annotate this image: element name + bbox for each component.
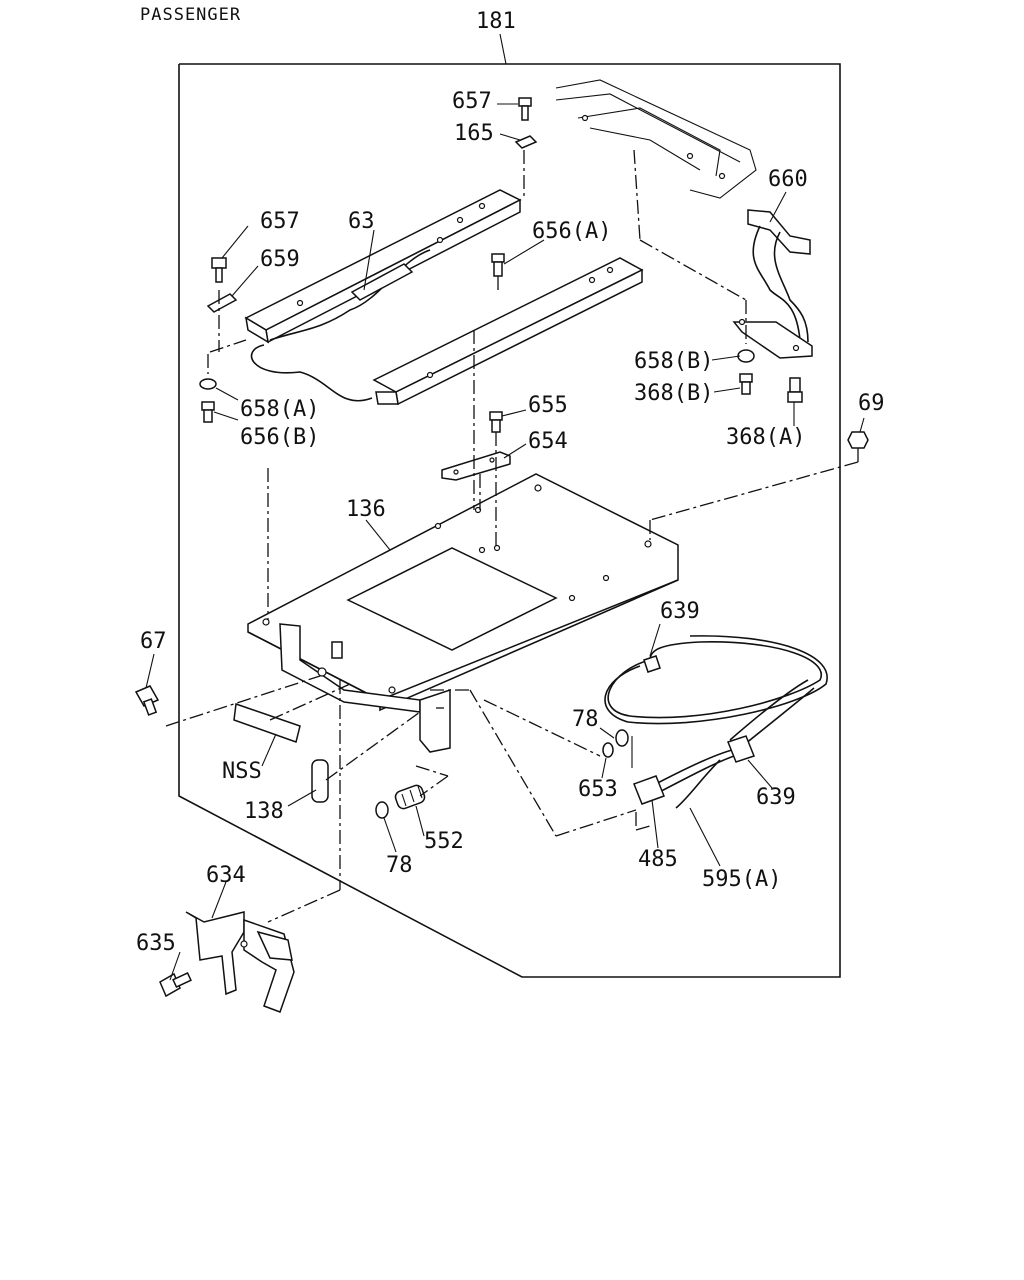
sensor-552 <box>394 784 426 810</box>
callout-639-bottom: 639 <box>756 785 796 810</box>
bolt-655 <box>489 411 503 433</box>
bolt-67 <box>134 685 160 716</box>
ring-78-lower <box>375 801 389 819</box>
alignment-lines <box>165 149 859 923</box>
washer-658b <box>737 349 755 363</box>
bolt-656b <box>201 401 215 423</box>
mount-plate-136 <box>247 473 679 753</box>
plate-654 <box>441 451 511 481</box>
callout-138: 138 <box>244 799 284 824</box>
nut-plate-659 <box>206 293 238 313</box>
callout-485: 485 <box>638 847 678 872</box>
callout-656b: 656(B) <box>240 425 319 450</box>
callout-136: 136 <box>346 497 386 522</box>
ring-78-upper <box>615 729 629 747</box>
leader-lines <box>145 103 865 981</box>
ring-653 <box>602 742 614 758</box>
callout-657-left: 657 <box>260 209 300 234</box>
callout-639-top: 639 <box>660 599 700 624</box>
nut-69 <box>847 431 869 449</box>
assembly-boundary <box>178 63 841 978</box>
callout-635: 635 <box>136 931 176 956</box>
callout-655: 655 <box>528 393 568 418</box>
assembly-number: 181 <box>476 9 516 34</box>
washer-165 <box>514 135 538 149</box>
callout-78-upper: 78 <box>572 707 599 732</box>
callout-78-lower: 78 <box>386 853 413 878</box>
callout-595a: 595(A) <box>702 867 781 892</box>
diagram-title: PASSENGER <box>140 5 241 25</box>
bolt-368b <box>739 373 753 395</box>
callout-368a: 368(A) <box>726 425 805 450</box>
callout-654: 654 <box>528 429 568 454</box>
callout-660: 660 <box>768 167 808 192</box>
callout-368b: 368(B) <box>634 381 713 406</box>
bolt-656a <box>491 253 505 277</box>
bolt-635 <box>159 971 192 998</box>
bolt-657-left <box>211 257 227 283</box>
callout-69: 69 <box>858 391 885 416</box>
callout-nss: NSS <box>222 759 262 784</box>
bracket-660 <box>732 209 813 359</box>
seat-frame <box>555 79 757 199</box>
washer-658a <box>199 378 217 390</box>
callout-67: 67 <box>140 629 167 654</box>
callout-658b: 658(B) <box>634 349 713 374</box>
bolt-657-top <box>518 97 532 121</box>
bolt-368a <box>787 377 803 403</box>
assembly-leader <box>499 33 507 65</box>
seat-rail-63 <box>244 189 644 406</box>
callout-552: 552 <box>424 829 464 854</box>
callout-656a: 656(A) <box>532 219 611 244</box>
callout-659: 659 <box>260 247 300 272</box>
callout-653: 653 <box>578 777 618 802</box>
label-nss <box>233 702 301 743</box>
pin-138 <box>311 759 329 803</box>
wire-harness <box>604 635 828 809</box>
callout-658a: 658(A) <box>240 397 319 422</box>
callout-657-top: 657 <box>452 89 492 114</box>
callout-63: 63 <box>348 209 375 234</box>
callout-165: 165 <box>454 121 494 146</box>
bracket-634 <box>185 911 295 1013</box>
callout-634: 634 <box>206 863 246 888</box>
